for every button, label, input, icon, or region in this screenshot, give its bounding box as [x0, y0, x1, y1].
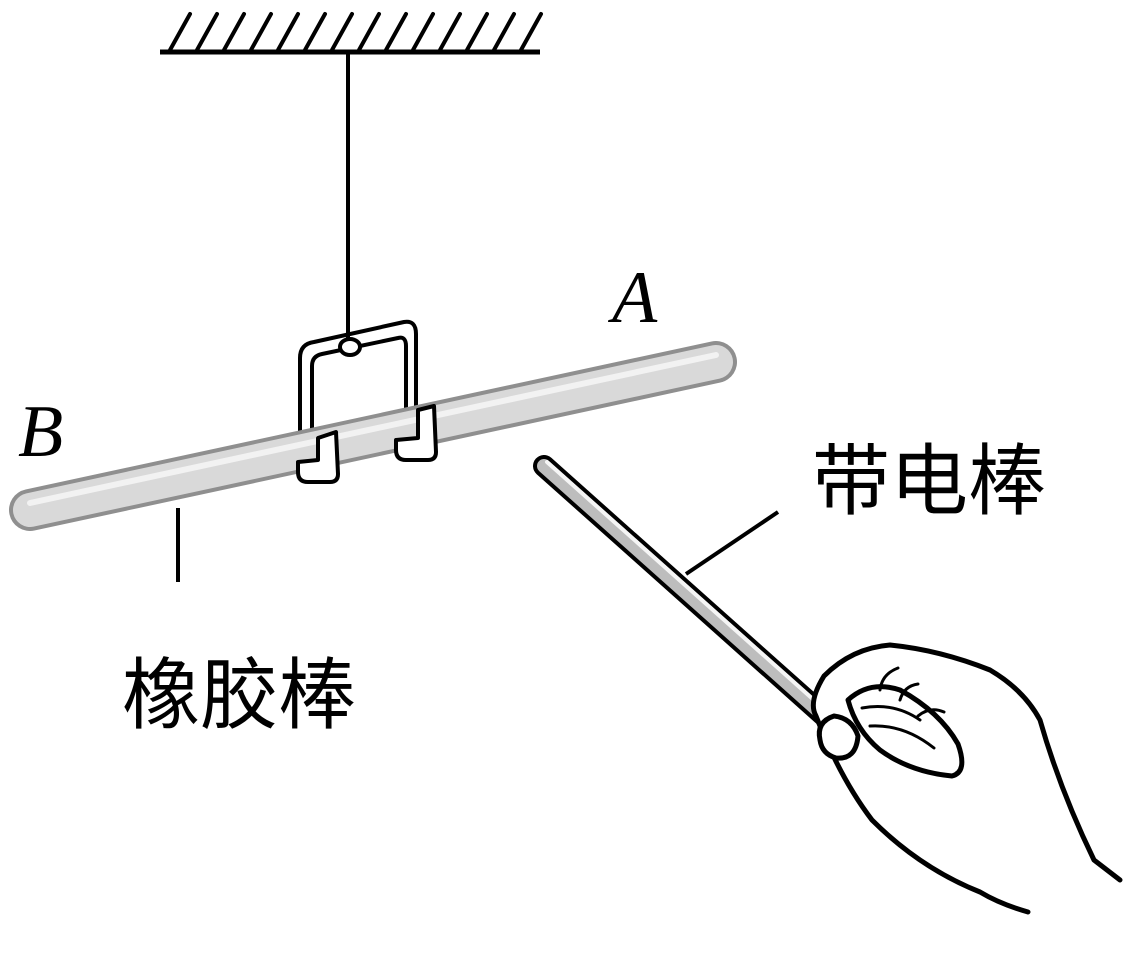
label-charged-rod: 带电棒 [812, 437, 1046, 527]
charged-rod-pointer [684, 510, 780, 576]
stirrup-back [298, 319, 418, 438]
charged-rod [533, 455, 851, 741]
ceiling-hatch-icon [160, 12, 543, 55]
hand-icon [810, 642, 1123, 915]
rubber-rod [9, 341, 737, 531]
stirrup-hooks [296, 404, 438, 484]
label-end-b: B [18, 391, 63, 473]
label-end-a: A [607, 257, 658, 339]
label-rubber-rod: 橡胶棒 [122, 651, 356, 741]
